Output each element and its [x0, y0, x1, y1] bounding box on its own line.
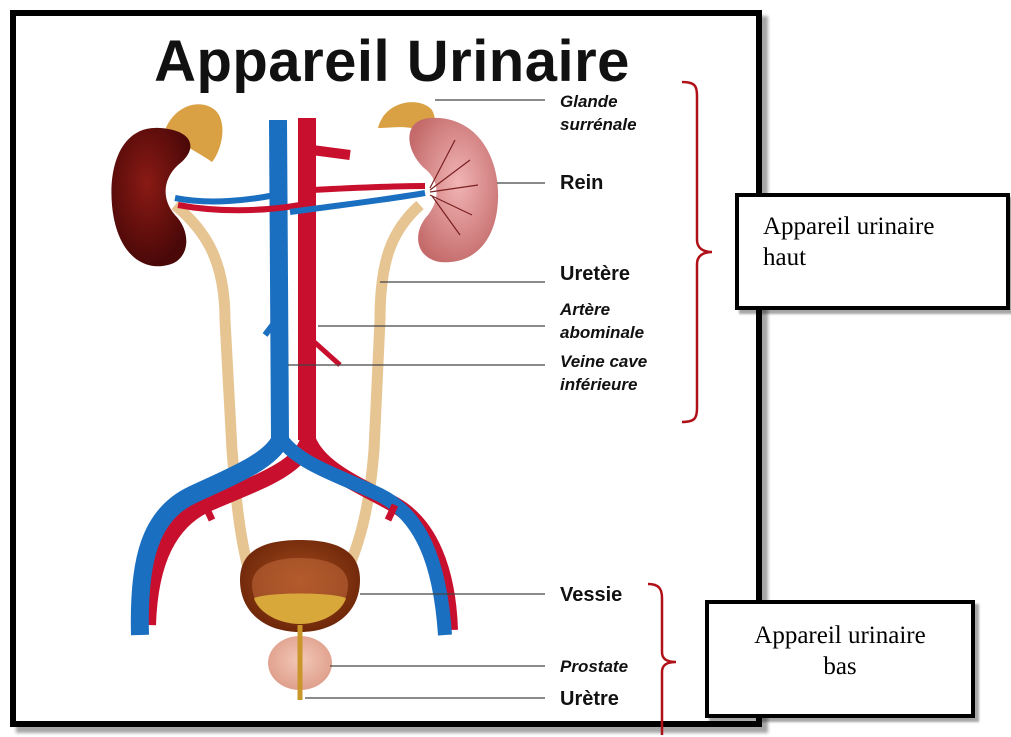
label-veine: Veine cave inférieure [560, 350, 647, 396]
label-artere: Artère abominale [560, 298, 644, 344]
label-vessie: Vessie [560, 584, 622, 607]
bladder [240, 540, 360, 632]
left-renal-vein [175, 195, 275, 201]
box-haut-line2: haut [763, 242, 1006, 273]
label-glande-line1: Glande [560, 90, 637, 113]
box-appareil-bas: Appareil urinaire bas [705, 600, 975, 718]
left-renal-artery [178, 205, 300, 210]
bracket-haut [682, 82, 712, 422]
box-appareil-haut: Appareil urinaire haut [735, 193, 1010, 310]
label-veine-line2: inférieure [560, 373, 647, 396]
right-kidney [409, 118, 498, 262]
label-artere-line1: Artère [560, 298, 644, 321]
label-rein: Rein [560, 172, 603, 195]
label-artere-line2: abominale [560, 321, 644, 344]
box-bas-line1: Appareil urinaire [709, 620, 971, 651]
box-haut-line1: Appareil urinaire [763, 211, 1006, 242]
label-glande: Glande surrénale [560, 90, 637, 136]
label-prostate: Prostate [560, 655, 628, 678]
label-glande-line2: surrénale [560, 113, 637, 136]
right-renal-artery [312, 186, 425, 190]
label-uretere: Uretère [560, 263, 630, 286]
label-uretre: Urètre [560, 688, 619, 711]
label-veine-line1: Veine cave [560, 350, 647, 373]
bracket-bas [648, 584, 676, 735]
box-bas-line2: bas [709, 651, 971, 682]
